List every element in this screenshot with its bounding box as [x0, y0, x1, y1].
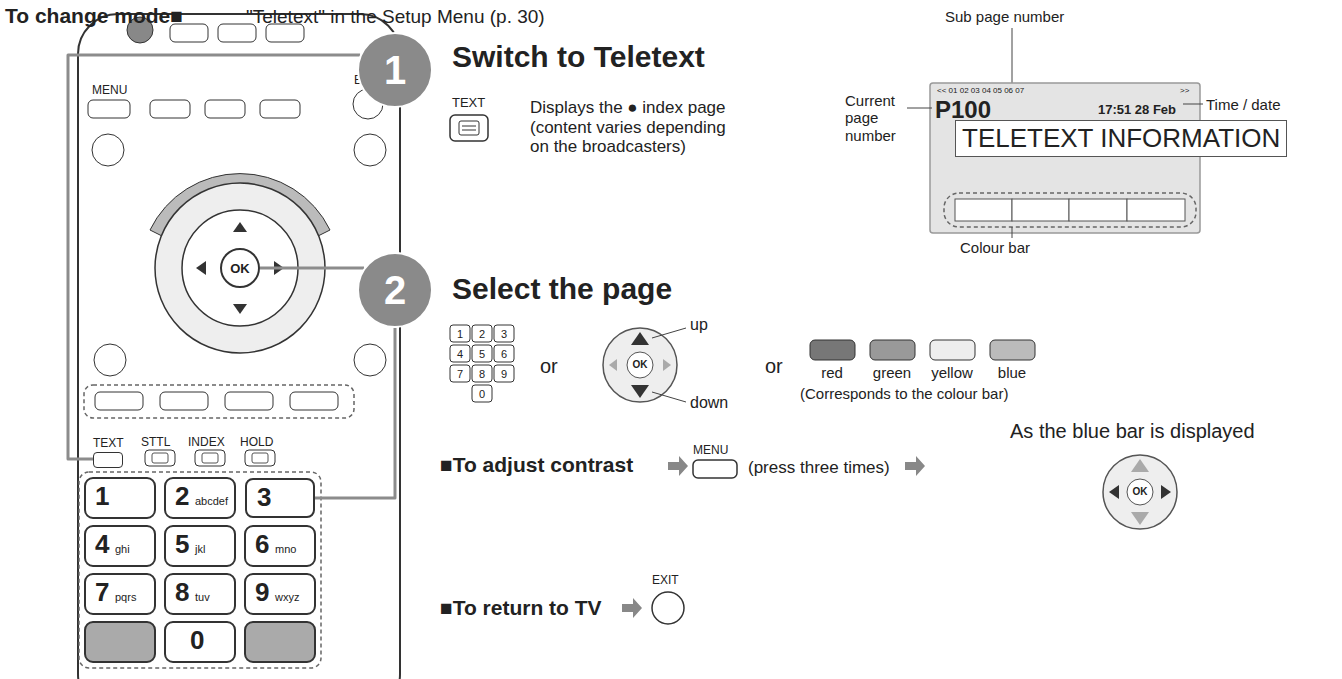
label-text: mno	[275, 543, 296, 556]
label-text: yellow	[931, 364, 973, 381]
label-text: abcdef	[195, 495, 228, 508]
button-shape	[93, 452, 123, 468]
node-text: 1	[384, 48, 406, 93]
label-text: or	[765, 355, 783, 378]
label-text: 1	[457, 327, 463, 340]
label-text: jkl	[195, 543, 205, 556]
label-text: 9	[255, 578, 269, 608]
label-text: As the blue bar is displayed	[1010, 420, 1255, 443]
connector-line	[260, 267, 364, 270]
node-text: TELETEXT INFORMATION	[962, 123, 1280, 153]
label-text: Displays the ● index page (content varie…	[530, 98, 730, 157]
label-text: 8	[175, 578, 189, 608]
label-text: tuv	[195, 591, 210, 604]
label-text: ■To adjust contrast	[440, 453, 633, 477]
label-text: pqrs	[115, 591, 136, 604]
label-text: 2	[479, 327, 485, 340]
label-text: HOLD	[240, 436, 273, 450]
label-text: Switch to Teletext	[452, 40, 705, 75]
label-text: 6	[255, 530, 269, 560]
label-text: red	[821, 364, 843, 381]
bracket-connector	[68, 55, 360, 459]
label-text: or	[540, 355, 558, 378]
label-text: OK	[633, 359, 648, 371]
label-text: 7	[95, 578, 109, 608]
label-text: 0	[190, 626, 204, 656]
label-text: 9	[501, 367, 507, 380]
node-text: 3	[257, 482, 271, 512]
label-text: 0	[479, 387, 485, 400]
label-text: << 01 02 03 04 05 06 07	[937, 86, 1024, 95]
node-text: OK	[230, 261, 250, 276]
label-text: 1	[95, 482, 109, 512]
number-key: 3	[245, 478, 315, 518]
node-text: 2	[384, 268, 406, 313]
bracket-connector	[315, 328, 395, 498]
label-text: 8	[479, 367, 485, 380]
step-circle: 1	[357, 32, 433, 108]
label-text: up	[690, 316, 708, 334]
label-text: MENU	[92, 84, 127, 98]
label-text: To change mode■	[5, 4, 183, 28]
bracket-connector	[260, 268, 364, 269]
label-text: blue	[998, 364, 1026, 381]
text-button: TEXT	[93, 436, 124, 468]
label-text: Sub page number	[945, 8, 1064, 25]
label-text: MENU	[693, 444, 728, 458]
label-text: 6	[501, 347, 507, 360]
label-text: 7	[457, 367, 463, 380]
label-text: Select the page	[452, 272, 672, 307]
label-text: 5	[175, 530, 189, 560]
label-text: 4	[457, 347, 463, 360]
label-text: INDEX	[188, 436, 225, 450]
label-text: "Teletext" in the Setup Menu (p. 30)	[246, 6, 545, 28]
teletext-screen: TELETEXT INFORMATION	[955, 120, 1287, 157]
label-text: ■To return to TV	[440, 596, 602, 620]
node-text: TEXT	[93, 436, 124, 450]
label-text: (press three times)	[748, 458, 890, 478]
label-text: 4	[95, 530, 109, 560]
label-text: TEXT	[452, 96, 485, 111]
label-text: 2	[175, 482, 189, 512]
label-text: (Corresponds to the colour bar)	[800, 385, 1008, 402]
label-text: >>	[1180, 86, 1189, 95]
label-text: Time / date	[1206, 96, 1280, 113]
label-text: green	[873, 364, 911, 381]
step-circle: 2	[357, 252, 433, 328]
label-text: STTL	[141, 436, 170, 450]
label-text: down	[690, 394, 728, 412]
label-text: OK	[1133, 486, 1148, 498]
label-text: 5	[479, 347, 485, 360]
connector-line	[68, 55, 360, 459]
label-text: 3	[501, 327, 507, 340]
connector-line	[315, 328, 395, 498]
label-text: Colour bar	[960, 239, 1030, 256]
label-text: ghi	[115, 543, 130, 556]
label-text: wxyz	[275, 591, 299, 604]
ok-button: OK	[220, 248, 260, 288]
label-text: 17:51 28 Feb	[1098, 103, 1176, 118]
label-text: EXIT	[652, 574, 679, 588]
label-text: Current page number	[845, 92, 905, 144]
